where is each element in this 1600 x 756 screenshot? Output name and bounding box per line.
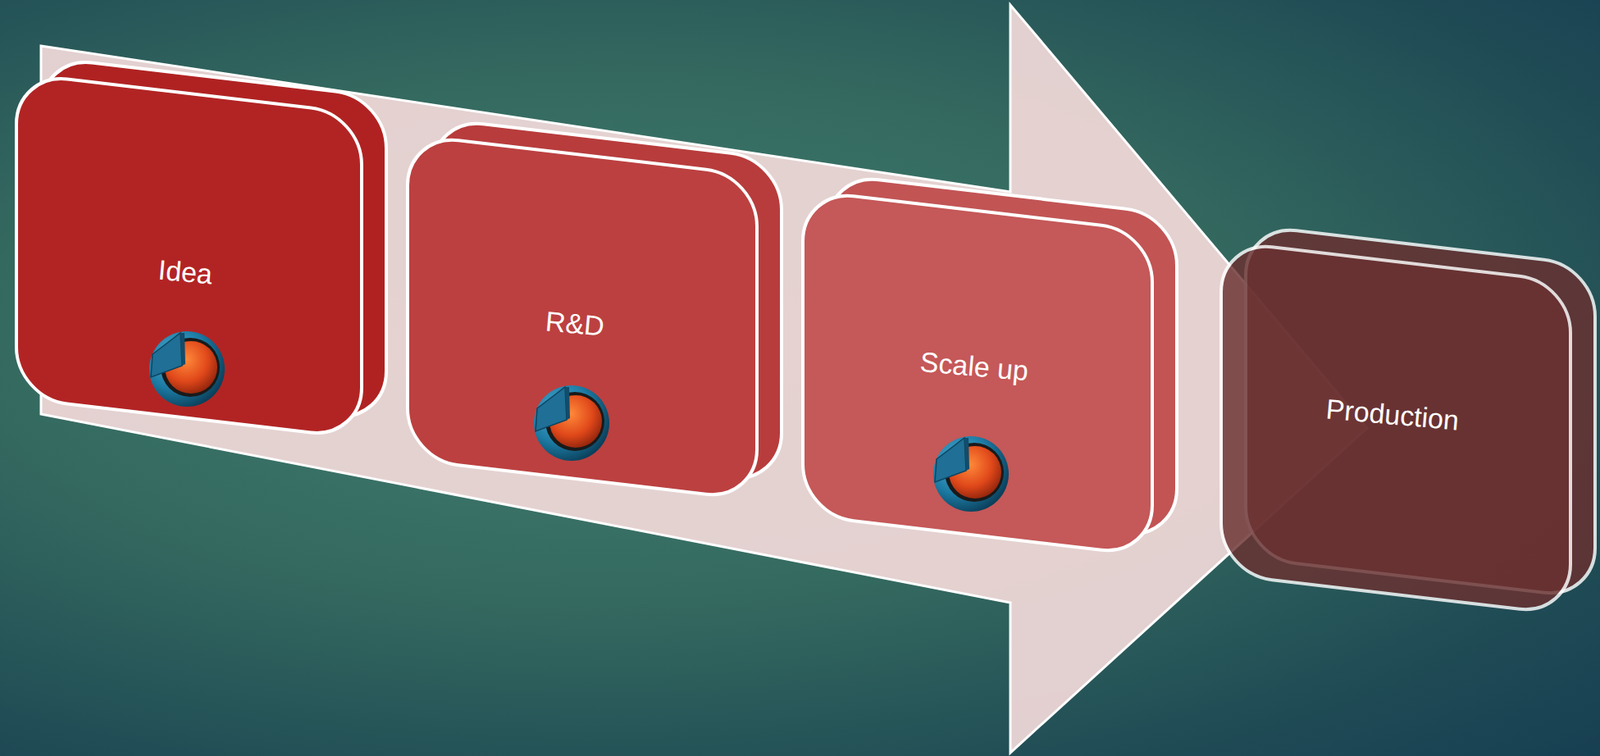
core-sphere-icon (533, 385, 610, 461)
core-sphere-icon (933, 436, 1009, 512)
process-box: R&D (405, 153, 759, 482)
step-label: R&D (544, 305, 607, 342)
step-label: Idea (157, 254, 215, 292)
process-box: Idea (14, 91, 364, 420)
process-box: Scale up (801, 209, 1154, 538)
core-sphere-icon (149, 331, 225, 407)
process-box: Production (1219, 259, 1573, 597)
